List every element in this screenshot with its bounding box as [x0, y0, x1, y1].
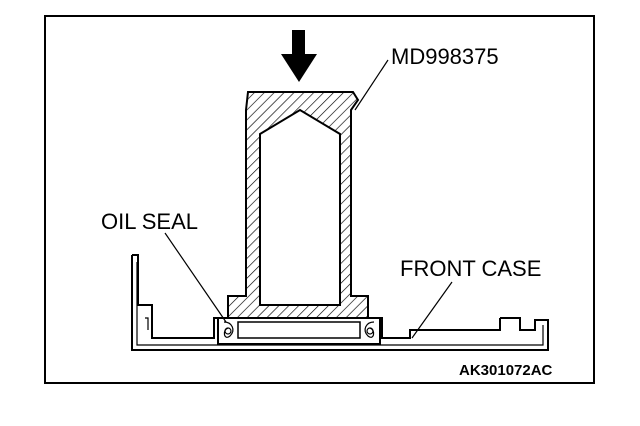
special-tool-body — [227, 91, 369, 319]
tool-leader-line — [354, 59, 389, 111]
figure-reference: AK301072AC — [459, 362, 553, 379]
front-case-label: FRONT CASE — [400, 256, 541, 281]
oil-seal — [217, 317, 381, 345]
tool-label: MD998375 — [391, 44, 499, 69]
oil-seal-leader-line — [164, 232, 227, 323]
front-case — [131, 254, 549, 351]
front-case-leader-line — [411, 281, 453, 339]
down-arrow-icon — [281, 30, 317, 82]
oil-seal-label: OIL SEAL — [101, 209, 198, 234]
